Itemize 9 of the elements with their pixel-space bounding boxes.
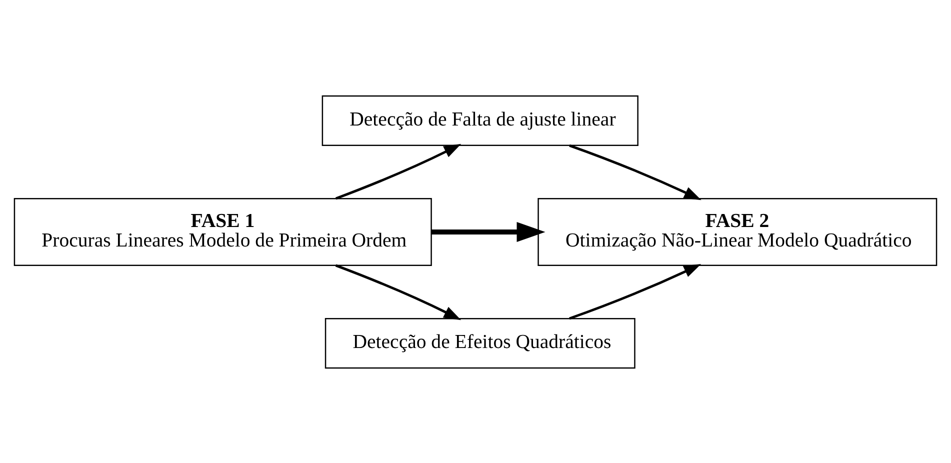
arrow xyxy=(335,143,462,200)
arrow xyxy=(569,144,702,200)
node-box: Detecção de Falta de ajuste linear xyxy=(322,94,638,146)
node-box: FASE 2 Otimização Não-Linear Modelo Quadrático xyxy=(538,197,938,266)
arrow xyxy=(569,264,702,320)
node-box: Detecção de Efeitos Quadráticos xyxy=(324,317,636,368)
node-box: FASE 1 Procuras Lineares Modelo de Primeira Ordem xyxy=(14,197,432,266)
arrow xyxy=(335,264,462,320)
arrow xyxy=(431,222,546,242)
